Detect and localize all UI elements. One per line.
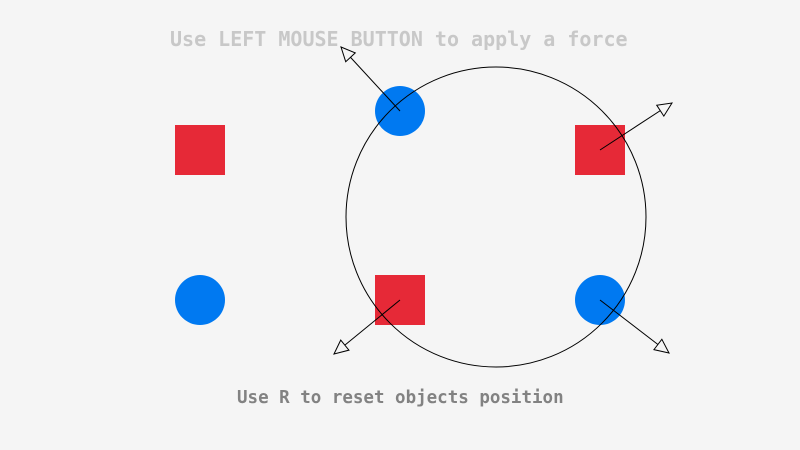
instruction-reset: Use R to reset objects position — [237, 388, 564, 408]
force-arrow-bottom-left-head-icon — [333, 339, 350, 355]
instruction-apply-force: Use LEFT MOUSE BUTTON to apply a force — [170, 27, 628, 51]
force-arrow-top-left-head-icon — [340, 46, 357, 63]
boundary-circle[interactable] — [345, 66, 647, 368]
blue-circle-left[interactable] — [175, 275, 225, 325]
force-arrow-top-left-line — [340, 46, 401, 112]
force-arrow-bottom-right-head-icon — [653, 338, 670, 354]
force-arrow-bottom-right-line — [599, 299, 670, 354]
force-arrow-top-right-head-icon — [655, 102, 673, 118]
red-square-left[interactable] — [175, 125, 225, 175]
